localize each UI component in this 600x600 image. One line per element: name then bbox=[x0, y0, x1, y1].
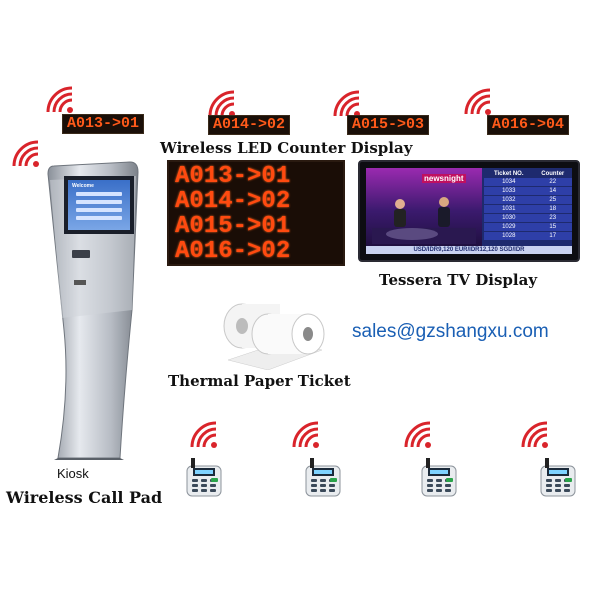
led-counter-display: A015->03 bbox=[347, 115, 430, 135]
led-counter-display: A013->01 bbox=[62, 114, 145, 134]
ticket-cell: 1033 bbox=[484, 186, 534, 196]
wifi-icon bbox=[46, 86, 74, 114]
news-studio-image: newsnight bbox=[366, 168, 482, 246]
call-pad-image bbox=[540, 457, 576, 497]
counter-cell: 14 bbox=[533, 186, 572, 196]
led-board-row: A016->02 bbox=[175, 238, 291, 265]
wifi-icon bbox=[208, 90, 236, 118]
kiosk-image bbox=[47, 161, 139, 460]
wifi-icon bbox=[404, 421, 432, 449]
tv-screen: newsnight Ticket NO. Counter 103 bbox=[366, 168, 572, 254]
wifi-icon bbox=[292, 421, 320, 449]
counter-cell: 18 bbox=[533, 204, 572, 214]
counter-cell: 23 bbox=[533, 213, 572, 223]
kiosk-label: Kiosk bbox=[57, 466, 89, 481]
counter-cell: 17 bbox=[533, 231, 572, 241]
contact-email[interactable]: sales@gzshangxu.com bbox=[352, 321, 549, 342]
led-board-row: A015->01 bbox=[175, 213, 291, 240]
currency-ticker: USD/IDR9,120 EUR/IDR12,120 SGD/IDR bbox=[366, 246, 572, 254]
ticket-cell: 1029 bbox=[484, 222, 534, 232]
column-header: Counter bbox=[541, 171, 565, 177]
ticket-cell: 1034 bbox=[484, 178, 534, 187]
led-board: A013->01 A014->02 A015->01 A016->02 bbox=[167, 160, 345, 266]
call-pad-image bbox=[186, 457, 222, 497]
ticket-cell: 1028 bbox=[484, 231, 534, 241]
call-pad-caption: Wireless Call Pad bbox=[6, 488, 163, 507]
tv-display: newsnight Ticket NO. Counter 103 bbox=[358, 160, 580, 262]
presenters-illustration bbox=[372, 197, 476, 244]
counter-cell: 15 bbox=[533, 222, 572, 232]
column-header: Ticket NO. bbox=[493, 171, 524, 177]
wifi-icon bbox=[521, 421, 549, 449]
counter-cell: 25 bbox=[533, 195, 572, 205]
ticket-cell: 1032 bbox=[484, 195, 534, 205]
led-counter-display: A014->02 bbox=[208, 115, 291, 135]
call-pad-image bbox=[305, 457, 341, 497]
counter-cell: 22 bbox=[533, 178, 572, 187]
ticket-cell: 1030 bbox=[484, 213, 534, 223]
call-pad-image bbox=[421, 457, 457, 497]
led-counter-caption: Wireless LED Counter Display bbox=[160, 139, 413, 157]
kiosk-menu-title: Welcome bbox=[72, 183, 94, 189]
led-board-row: A014->02 bbox=[175, 188, 291, 215]
news-logo: newsnight bbox=[422, 174, 466, 183]
led-counter-display: A016->04 bbox=[487, 115, 570, 135]
thermal-paper-caption: Thermal Paper Ticket bbox=[168, 372, 351, 390]
wifi-icon bbox=[464, 88, 492, 116]
tv-caption: Tessera TV Display bbox=[379, 271, 538, 289]
wifi-icon bbox=[190, 421, 218, 449]
thermal-paper-image bbox=[223, 303, 325, 370]
wifi-icon bbox=[333, 90, 361, 118]
ticket-cell: 1031 bbox=[484, 204, 534, 214]
led-board-row: A013->01 bbox=[175, 163, 291, 190]
